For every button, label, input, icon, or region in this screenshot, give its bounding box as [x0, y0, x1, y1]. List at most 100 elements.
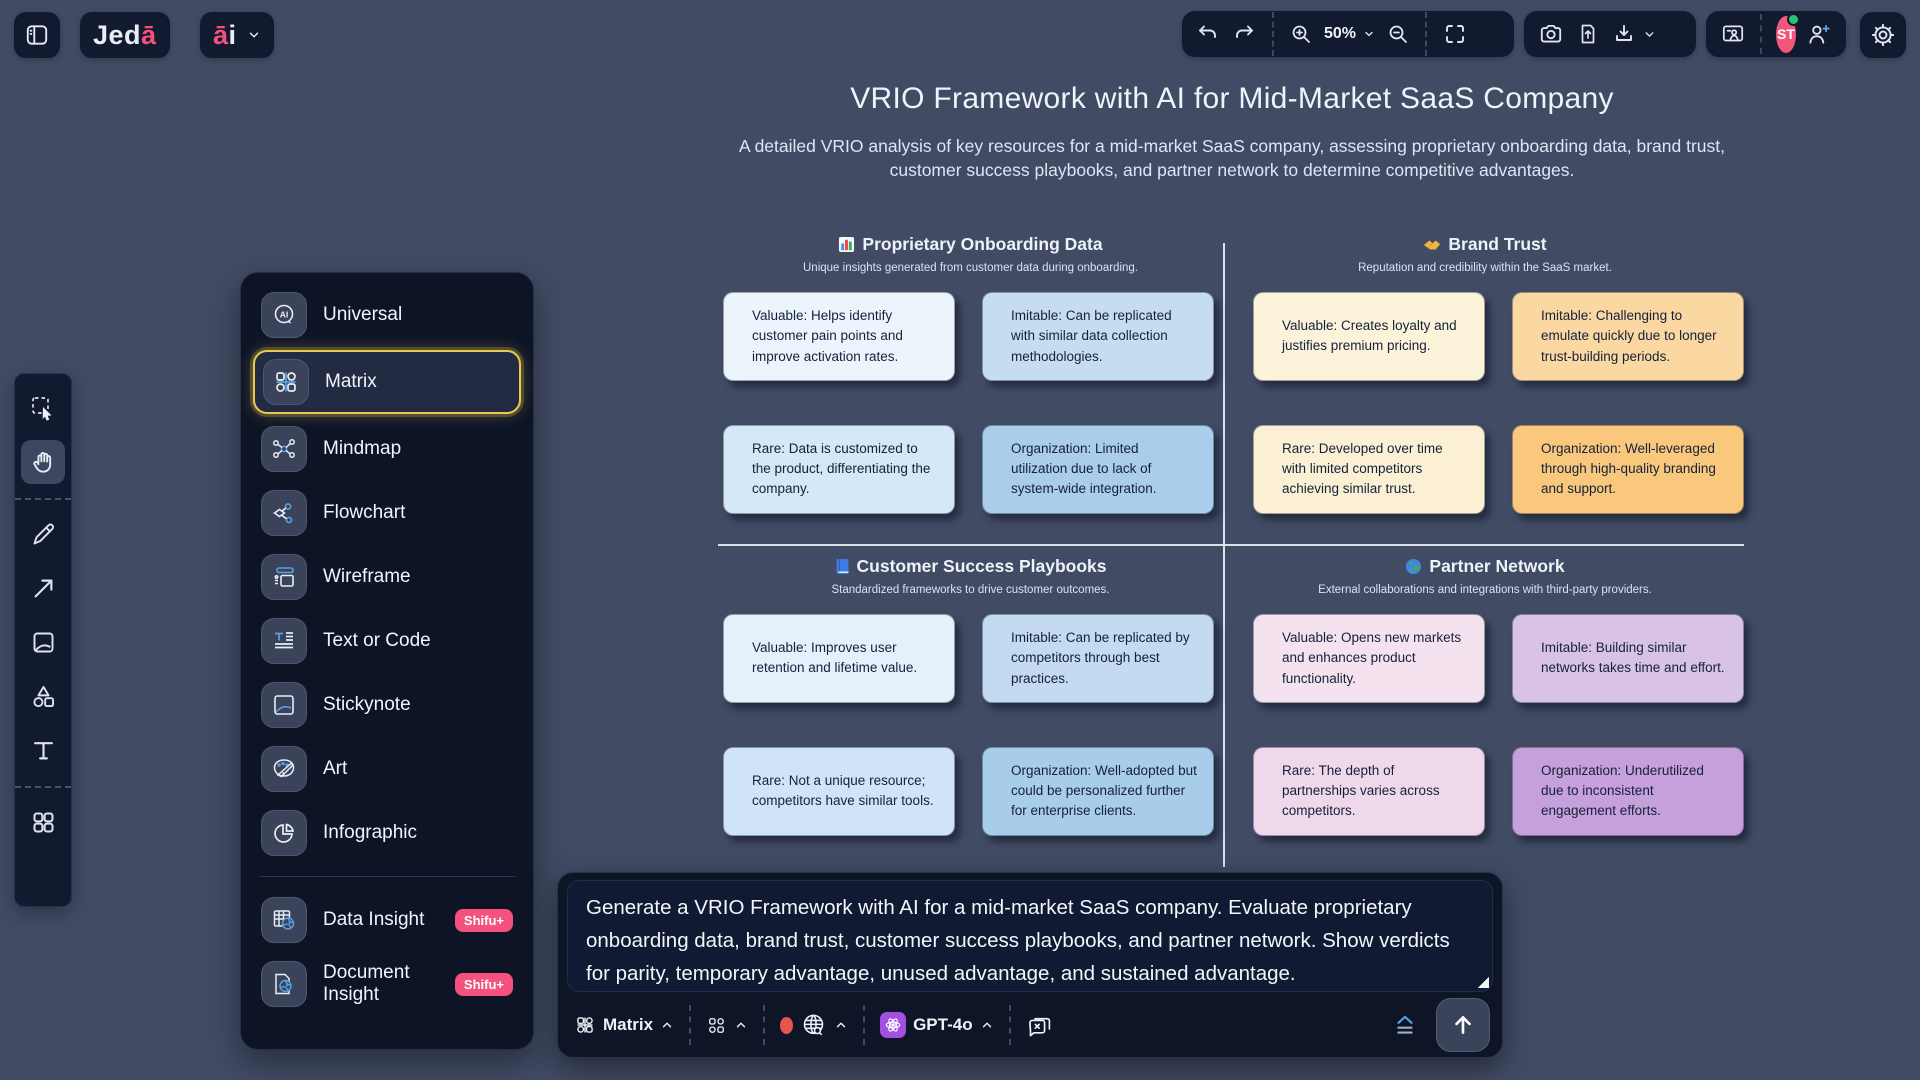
quadrant-subtitle: Unique insights generated from customer …	[803, 262, 1138, 274]
export-file-button[interactable]	[1576, 22, 1600, 46]
vrio-card-valuable[interactable]: Valuable: Opens new markets and enhances…	[1253, 614, 1485, 703]
sidebar-divider	[259, 876, 515, 877]
zoom-in-button[interactable]	[1290, 23, 1312, 45]
undo-button[interactable]	[1196, 22, 1220, 46]
vrio-card-rare[interactable]: Rare: Developed over time with limited c…	[1253, 424, 1485, 514]
sidebar-item-matrix[interactable]: Matrix	[253, 350, 521, 414]
vrio-card-imitable[interactable]: Imitable: Building similar networks take…	[1512, 614, 1744, 703]
sidebar-item-universal[interactable]: AI Universal	[253, 286, 521, 344]
chevron-down-icon	[1365, 31, 1373, 37]
clear-chat-button[interactable]	[1026, 1012, 1053, 1039]
sidebar-item-infographic[interactable]: Infographic	[253, 804, 521, 862]
board-title-block[interactable]: VRIO Framework with AI for Mid-Market Sa…	[544, 82, 1920, 182]
sidebar-item-mindmap[interactable]: Mindmap	[253, 420, 521, 478]
zoom-out-button[interactable]	[1387, 23, 1409, 45]
model-selector-dropdown[interactable]: GPT-4o	[880, 1012, 994, 1038]
layout-grid-icon	[709, 1017, 725, 1033]
screenshot-camera-button[interactable]	[1538, 21, 1564, 47]
fullscreen-button[interactable]	[1443, 22, 1467, 46]
shapes-tool[interactable]	[21, 674, 65, 718]
vrio-card-valuable[interactable]: Valuable: Improves user retention and li…	[723, 614, 955, 703]
redo-button[interactable]	[1232, 22, 1256, 46]
prompt-controls-bar: Matrix	[574, 998, 1490, 1052]
sidebar-item-art[interactable]: Art	[253, 740, 521, 798]
model-label: GPT-4o	[913, 1015, 973, 1034]
gear-icon	[1870, 22, 1896, 48]
settings-button[interactable]	[1860, 12, 1906, 58]
present-button[interactable]	[1720, 21, 1746, 47]
avatar[interactable]: ST	[1776, 12, 1800, 53]
quadrant-cards-brand-trust: Valuable: Creates loyalty and justifies …	[1253, 292, 1744, 514]
sidebar-toggle-button[interactable]	[14, 12, 60, 58]
tool-rail-divider	[15, 498, 71, 500]
apps-grid-tool[interactable]	[21, 800, 65, 844]
tool-rail-divider	[15, 786, 71, 788]
quadrant-title: Partner Network	[1429, 556, 1565, 576]
sidebar-item-flowchart[interactable]: Flowchart	[253, 484, 521, 542]
invite-user-button[interactable]	[1806, 21, 1832, 47]
pen-tool[interactable]	[21, 512, 65, 556]
quadrant-header-proprietary-onboarding-data[interactable]: Proprietary Onboarding Data Unique insig…	[718, 234, 1223, 274]
layout-style-dropdown[interactable]	[706, 1015, 748, 1036]
quadrant-title: Brand Trust	[1448, 234, 1547, 254]
divider	[1008, 1005, 1011, 1045]
infographic-icon	[261, 810, 307, 856]
zoom-level-value: 50%	[1324, 25, 1357, 42]
eject-icon	[1397, 1015, 1413, 1034]
web-search-dropdown[interactable]	[780, 1012, 848, 1039]
submit-prompt-button[interactable]	[1436, 998, 1490, 1052]
divider	[1760, 14, 1762, 54]
sidebar-item-data-insight[interactable]: Data Insight Shifu+	[253, 891, 521, 949]
arrow-tool[interactable]	[21, 566, 65, 610]
ai-menu-button[interactable]: āi	[200, 12, 274, 58]
jeda-logo[interactable]: Jedā	[80, 12, 170, 58]
generator-type-dropdown[interactable]: Matrix	[574, 1014, 674, 1036]
quadrant-header-customer-success-playbooks[interactable]: Customer Success Playbooks Standardized …	[718, 556, 1223, 596]
sidebar-item-label: Flowchart	[323, 502, 406, 523]
vrio-card-imitable[interactable]: Imitable: Can be replicated by competito…	[982, 614, 1214, 703]
page-title[interactable]: VRIO Framework with AI for Mid-Market Sa…	[850, 82, 1614, 115]
matrix-grid-icon	[263, 359, 309, 405]
ai-prompt-panel: Generate a VRIO Framework with AI for a …	[557, 872, 1503, 1058]
vrio-card-valuable[interactable]: Valuable: Helps identify customer pain p…	[723, 292, 955, 381]
sidebar-item-stickynote[interactable]: Stickynote	[253, 676, 521, 734]
prompt-input[interactable]: Generate a VRIO Framework with AI for a …	[586, 896, 1450, 985]
vrio-card-rare[interactable]: Rare: The depth of partnerships varies a…	[1253, 746, 1485, 836]
chat-clear-icon	[1028, 1017, 1050, 1036]
vrio-card-imitable[interactable]: Imitable: Challenging to emulate quickly…	[1512, 292, 1744, 381]
sidebar-item-label: Data Insight	[323, 909, 425, 930]
collapse-panel-button[interactable]	[1392, 1012, 1418, 1038]
chevron-up-icon	[662, 1022, 672, 1028]
sidebar-item-wireframe[interactable]: Wireframe	[253, 548, 521, 606]
chevron-up-icon	[836, 1022, 846, 1028]
drawing-tool-rail	[14, 373, 72, 907]
text-tool[interactable]	[21, 728, 65, 772]
vrio-card-organization[interactable]: Organization: Limited utilization due to…	[982, 424, 1214, 514]
avatar-initials: ST	[1777, 26, 1795, 42]
wireframe-icon	[261, 554, 307, 600]
export-toolbar	[1524, 11, 1696, 57]
sidebar-item-document-insight[interactable]: Document Insight Shifu+	[253, 955, 521, 1013]
quadrant-header-partner-network[interactable]: Partner Network External collaborations …	[1226, 556, 1744, 596]
vrio-card-rare[interactable]: Rare: Not a unique resource; competitors…	[723, 746, 955, 836]
vrio-card-organization[interactable]: Organization: Well-leveraged through hig…	[1512, 424, 1744, 514]
vrio-card-imitable[interactable]: Imitable: Can be replicated with similar…	[982, 292, 1214, 381]
vrio-card-valuable[interactable]: Valuable: Creates loyalty and justifies …	[1253, 292, 1485, 381]
download-menu-button[interactable]	[1612, 22, 1656, 46]
divider	[1425, 12, 1428, 56]
vrio-card-rare[interactable]: Rare: Data is customized to the product,…	[723, 424, 955, 514]
model-atom-icon	[880, 1012, 907, 1038]
vrio-card-organization[interactable]: Organization: Well-adopted but could be …	[982, 746, 1214, 836]
image-tool[interactable]	[21, 620, 65, 664]
hand-tool[interactable]	[21, 440, 65, 484]
data-insight-icon	[261, 897, 307, 943]
sidebar-item-text-or-code[interactable]: Text or Code	[253, 612, 521, 670]
quadrant-header-brand-trust[interactable]: Brand Trust Reputation and credibility w…	[1226, 234, 1744, 274]
page-subtitle[interactable]: A detailed VRIO analysis of key resource…	[739, 136, 1725, 180]
quadrant-cards-proprietary-onboarding-data: Valuable: Helps identify customer pain p…	[723, 292, 1214, 514]
svg-text:AI: AI	[280, 310, 289, 320]
vrio-card-organization[interactable]: Organization: Underutilized due to incon…	[1512, 746, 1744, 836]
select-tool[interactable]	[21, 386, 65, 430]
resize-handle[interactable]	[1478, 977, 1489, 988]
zoom-level-dropdown[interactable]: 50%	[1324, 25, 1375, 43]
